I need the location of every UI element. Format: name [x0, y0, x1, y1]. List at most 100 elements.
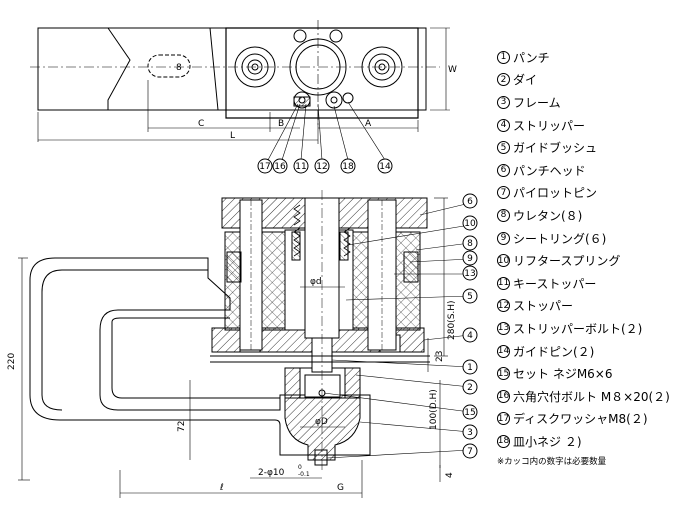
legend-num: 14 [497, 344, 510, 358]
svg-text:3: 3 [467, 428, 473, 438]
dim-72: 72 [177, 421, 187, 432]
callout-13: 13 [462, 265, 478, 281]
svg-text:8: 8 [467, 239, 473, 249]
callout-6: 6 [462, 193, 478, 209]
svg-text:17: 17 [259, 162, 270, 172]
frame-taper-edge [209, 27, 219, 111]
urethane-left [226, 251, 242, 283]
dim-ell: ℓ [219, 483, 224, 493]
callout-14: 14 [377, 158, 393, 174]
legend-label: ダイ [513, 73, 538, 88]
key-stopper-plan [293, 96, 311, 107]
lifter-spring-left [293, 227, 301, 257]
legend-label: リフタースプリング [513, 254, 621, 269]
guide-pin-right-inner [374, 59, 390, 75]
legend-num: 9 [497, 231, 510, 245]
legend-num: 6 [497, 163, 510, 177]
svg-text:1: 1 [467, 363, 473, 373]
die-section [284, 395, 361, 461]
svg-text:6: 6 [467, 197, 473, 207]
svg-text:18: 18 [342, 162, 354, 172]
guide-pin-left-mid [241, 53, 269, 81]
callout-18: 18 [340, 158, 356, 174]
urethane-right [403, 251, 419, 283]
svg-text:14: 14 [379, 162, 391, 172]
callout-3: 3 [462, 424, 478, 440]
dim-G: G [337, 483, 344, 493]
legend-label: 六角穴付ボルト M８×20(２) [513, 389, 670, 404]
top-view [30, 20, 450, 161]
guide-pin-right-core [378, 63, 386, 71]
legend-num: 16 [497, 389, 510, 403]
frame-plan-outline [37, 27, 427, 111]
legend-label: ストッパー [513, 299, 574, 314]
top-view-callouts: 17 16 11 12 18 14 [257, 158, 393, 174]
callout-11: 11 [293, 158, 309, 174]
legend-label: セット ネジM6×6 [513, 367, 613, 382]
callout-1: 1 [462, 359, 478, 375]
legend-num: 18 [497, 434, 510, 448]
legend-label: パンチヘッド [513, 163, 586, 178]
dim-8: 8 [176, 63, 182, 73]
screw-bottom-right [325, 91, 343, 109]
callout-10: 10 [462, 215, 478, 231]
svg-text:7: 7 [467, 447, 473, 457]
frame-notch [107, 27, 131, 110]
svg-text:4: 4 [467, 331, 473, 341]
legend-num: 15 [497, 367, 510, 381]
dim-phid: φd [310, 277, 322, 287]
frame-throat [111, 322, 280, 399]
guide-pin-left-inner [247, 59, 263, 75]
callout-4: 4 [462, 327, 478, 343]
pilot-pin [314, 449, 328, 466]
svg-text:16: 16 [274, 162, 286, 172]
frame-throat-top [111, 317, 230, 323]
lifter-spring-right [343, 227, 351, 257]
legend-label: ガイドピン(２) [513, 344, 595, 359]
screw-bottom-right-core [330, 96, 338, 104]
legend-label: ガイドブッシュ [513, 141, 598, 156]
guide-pin-left-core [251, 63, 259, 71]
legend-label: ウレタン(８) [513, 208, 583, 223]
dim-280sh: 280(S.H) [447, 300, 457, 340]
callout-9: 9 [462, 250, 478, 266]
guide-pin-left-outer [234, 46, 276, 88]
callout-7: 7 [462, 443, 478, 459]
dim-23: 23 [435, 351, 445, 362]
callout-8: 8 [462, 235, 478, 251]
front-view-labels: 220 280(S.H) 23 72 100(D.H) 4 φd φD 2-φ1… [7, 277, 457, 493]
callout-5: 5 [462, 288, 478, 304]
legend-num: 8 [497, 208, 510, 222]
legend-label: シートリング(６) [513, 231, 607, 246]
stripper-plate-plan [225, 27, 419, 119]
legend-num: 17 [497, 412, 510, 426]
svg-text:11: 11 [295, 162, 306, 172]
legend-note: ※カッコ内の数字は必要数量 [497, 456, 607, 467]
callout-2: 2 [462, 379, 478, 395]
callout-15: 15 [462, 404, 478, 420]
slot-hidden [147, 54, 191, 78]
legend-num: 3 [497, 95, 510, 109]
svg-text:9: 9 [467, 254, 473, 264]
svg-text:13: 13 [464, 269, 475, 279]
top-view-labels: C B A L W 8 [176, 63, 457, 141]
callout-12: 12 [314, 158, 330, 174]
legend-label: ディスクワッシャM8(２) [513, 412, 648, 427]
guide-pin-right-mid [368, 53, 396, 81]
legend-label: キーストッパー [513, 276, 597, 291]
legend-label: ストリッパー [513, 118, 586, 133]
